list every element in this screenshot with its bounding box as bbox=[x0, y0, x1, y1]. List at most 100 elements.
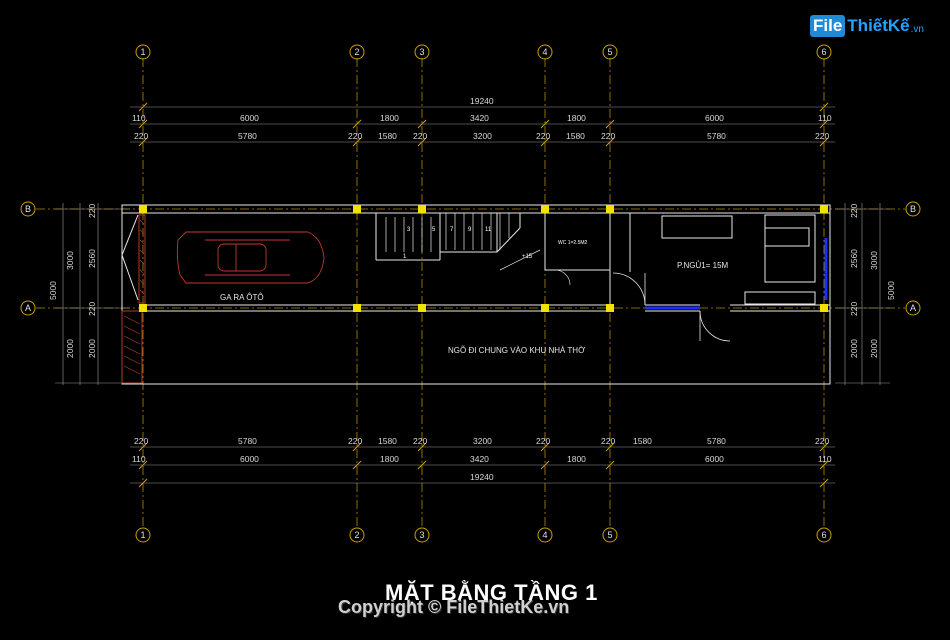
axis-bubbles-bottom bbox=[135, 527, 832, 543]
room-label-bedroom: P.NGỦ1= 15M bbox=[677, 261, 729, 270]
dim-top-r2-7: 1580 bbox=[566, 131, 585, 141]
dim-right-outer: 5000 bbox=[886, 281, 896, 300]
dim-bot-r1-2: 220 bbox=[348, 436, 362, 446]
dim-bot-r2-6: 110 bbox=[818, 454, 832, 464]
dim-bot-r2-2: 1800 bbox=[380, 454, 399, 464]
building-outline bbox=[121, 204, 831, 385]
dim-left-inner-2: 220 bbox=[87, 302, 97, 316]
logo-file: File bbox=[810, 15, 846, 37]
side-dims-right: 220 2560 220 2000 3000 2000 5000 bbox=[849, 204, 896, 358]
dim-bot-r2-1: 6000 bbox=[240, 454, 259, 464]
stair-step-9: 9 bbox=[468, 227, 472, 233]
axis-label-2: 2 bbox=[354, 47, 359, 57]
room-label-lane: NGÕ ĐI CHUNG VÀO KHU NHÀ THỜ bbox=[448, 346, 585, 355]
stair-step-7: 7 bbox=[450, 227, 454, 233]
grid-axis-lines bbox=[36, 58, 905, 528]
dim-bot-r2-0: 110 bbox=[132, 454, 146, 464]
dimension-lines-side bbox=[55, 203, 890, 385]
dim-bot-r2-5: 6000 bbox=[705, 454, 724, 464]
dim-left-mid-0: 3000 bbox=[65, 251, 75, 270]
dim-top-r1-5: 6000 bbox=[705, 113, 724, 123]
dim-right-inner-3: 2000 bbox=[849, 339, 859, 358]
dim-bot-r1-8: 220 bbox=[601, 436, 615, 446]
stair-elevation-label: +15 bbox=[522, 254, 533, 260]
dim-right-inner-2: 220 bbox=[849, 302, 859, 316]
copyright-watermark: Copyright © FileThietKe.vn bbox=[338, 597, 570, 617]
dim-bot-r1-7: 1580 bbox=[633, 436, 652, 446]
axis-label-b-left: B bbox=[25, 204, 31, 214]
dim-left-outer: 5000 bbox=[48, 281, 58, 300]
axis-label-6: 6 bbox=[821, 47, 826, 57]
stair-step-1: 1 bbox=[403, 254, 407, 260]
site-logo: File ThiếtKế .vn bbox=[810, 12, 924, 40]
stair-treads bbox=[385, 213, 541, 271]
dim-bot-r2-3: 3420 bbox=[470, 454, 489, 464]
dim-top-r2-6: 220 bbox=[536, 131, 550, 141]
side-dims-left: 5000 3000 2000 220 2560 220 2000 bbox=[48, 204, 97, 358]
dim-bot-r1-9: 5780 bbox=[707, 436, 726, 446]
dim-left-inner-1: 2560 bbox=[87, 249, 97, 268]
dim-bot-total: 19240 bbox=[470, 472, 494, 482]
dim-bot-r1-6: 220 bbox=[536, 436, 550, 446]
dim-right-inner-1: 2560 bbox=[849, 249, 859, 268]
dim-top-r2-1: 5780 bbox=[238, 131, 257, 141]
dim-bot-r1-10: 220 bbox=[815, 436, 829, 446]
dimension-lines-top bbox=[130, 106, 835, 484]
dim-top-r1-0: 110 bbox=[132, 113, 146, 123]
dim-top-r2-8: 220 bbox=[601, 131, 615, 141]
dim-bot-r1-5: 3200 bbox=[473, 436, 492, 446]
dim-bot-r1-0: 220 bbox=[134, 436, 148, 446]
dim-top-r2-9: 5780 bbox=[707, 131, 726, 141]
dim-top-r2-0: 220 bbox=[134, 131, 148, 141]
stair-step-5: 5 bbox=[432, 227, 436, 233]
dim-top-r1-3: 3420 bbox=[470, 113, 489, 123]
axis-label-a-left: A bbox=[25, 303, 31, 313]
axis-bubbles-top bbox=[135, 44, 832, 60]
stair-step-3: 3 bbox=[407, 227, 411, 233]
windows bbox=[645, 238, 828, 310]
columns bbox=[139, 205, 828, 312]
dim-top-r2-10: 220 bbox=[815, 131, 829, 141]
dim-top-r2-5: 3200 bbox=[473, 131, 492, 141]
axis-label-a-right: A bbox=[910, 303, 916, 313]
dim-right-mid-1: 2000 bbox=[869, 339, 879, 358]
axis-label-4: 4 bbox=[542, 47, 547, 57]
stair-step-11: 11 bbox=[485, 227, 492, 233]
dim-right-inner-0: 220 bbox=[849, 204, 859, 218]
dim-top-r1-2: 1800 bbox=[380, 113, 399, 123]
dim-right-mid-0: 3000 bbox=[869, 251, 879, 270]
dim-left-mid-1: 2000 bbox=[65, 339, 75, 358]
dim-top-r1-1: 6000 bbox=[240, 113, 259, 123]
dim-top-r2-3: 1580 bbox=[378, 131, 397, 141]
axis-label-6-bottom: 6 bbox=[821, 530, 826, 540]
axis-bubbles-side bbox=[20, 201, 921, 316]
dim-left-inner-3: 2000 bbox=[87, 339, 97, 358]
axis-label-5: 5 bbox=[607, 47, 612, 57]
logo-thietke: ThiếtKế bbox=[847, 16, 910, 35]
doors bbox=[554, 269, 731, 342]
dimension-ticks bbox=[138, 102, 829, 488]
axis-label-1: 1 bbox=[140, 47, 145, 57]
dim-bot-r1-1: 5780 bbox=[238, 436, 257, 446]
hatch-walls bbox=[121, 214, 146, 384]
dim-top-r1-6: 110 bbox=[818, 113, 832, 123]
axis-label-3-bottom: 3 bbox=[419, 530, 424, 540]
dim-bot-r2-4: 1800 bbox=[567, 454, 586, 464]
dim-top-r1-4: 1800 bbox=[567, 113, 586, 123]
dim-left-inner-0: 220 bbox=[87, 204, 97, 218]
room-label-wc: WC 1=2.5M2 bbox=[558, 240, 588, 246]
dim-top-r2-4: 220 bbox=[413, 131, 427, 141]
dim-top-total: 19240 bbox=[470, 96, 494, 106]
dim-bot-r1-3: 1580 bbox=[378, 436, 397, 446]
axis-label-4-bottom: 4 bbox=[542, 530, 547, 540]
dim-bot-r1-4: 220 bbox=[413, 436, 427, 446]
car-symbol bbox=[176, 231, 325, 284]
drawing-title: MẶT BẰNG TẦNG 1 bbox=[385, 580, 598, 605]
axis-label-b-right: B bbox=[910, 204, 916, 214]
dim-top-r2-2: 220 bbox=[348, 131, 362, 141]
logo-domain: .vn bbox=[910, 23, 924, 35]
axis-label-1-bottom: 1 bbox=[140, 530, 145, 540]
axis-label-3: 3 bbox=[419, 47, 424, 57]
axis-label-2-bottom: 2 bbox=[354, 530, 359, 540]
